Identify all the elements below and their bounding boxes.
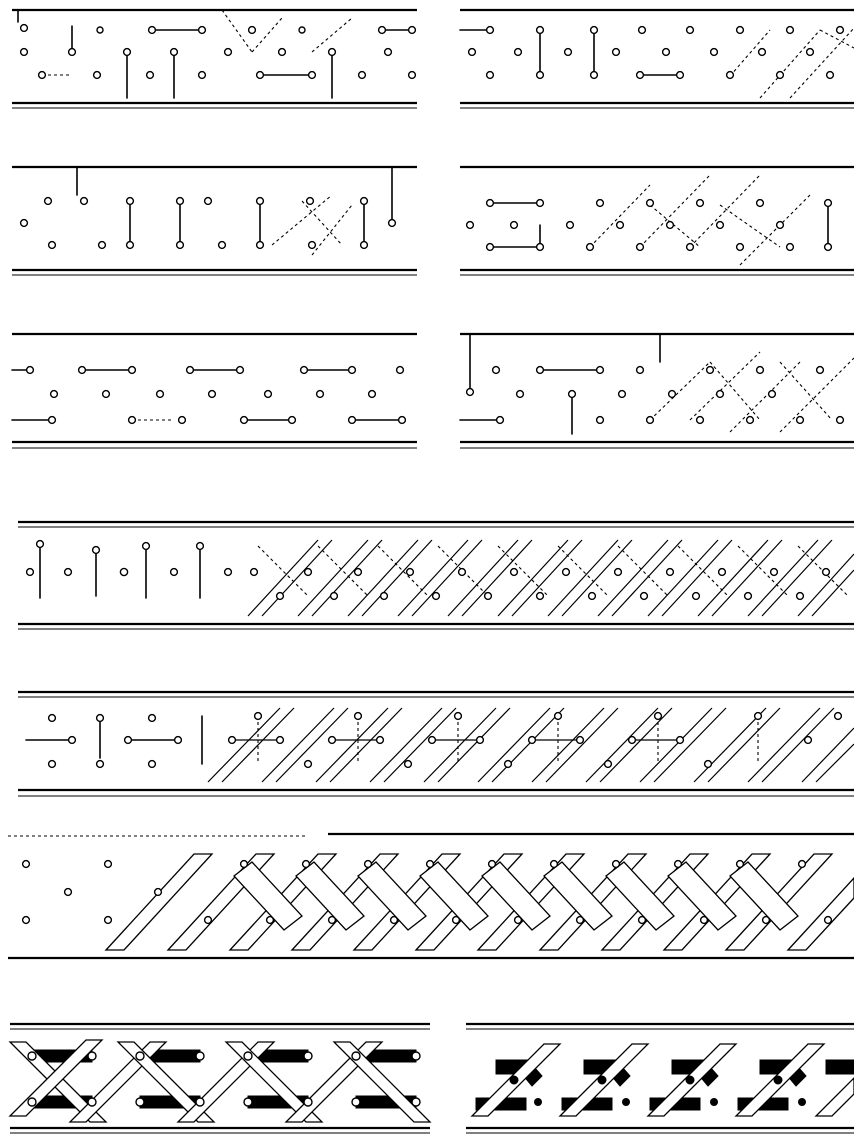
braid-construction-diagram [0, 0, 854, 1136]
